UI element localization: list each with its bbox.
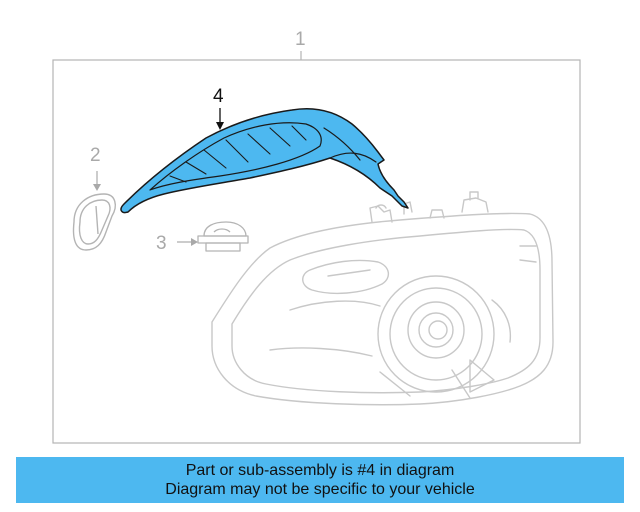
assembly-frame — [52, 51, 581, 444]
seal-part — [72, 193, 116, 251]
headlamp-housing — [211, 191, 554, 406]
bulb-part — [197, 221, 249, 252]
lens-trim-part — [120, 108, 409, 214]
callout-1: 1 — [295, 29, 306, 50]
callout-3: 3 — [156, 233, 167, 254]
banner-line-1: Part or sub-assembly is #4 in diagram — [185, 462, 455, 479]
callout-2: 2 — [90, 145, 101, 166]
callout-4: 4 — [213, 86, 224, 107]
banner-line-2: Diagram may not be specific to your vehi… — [165, 481, 475, 498]
info-banner: Part or sub-assembly is #4 in diagram Di… — [16, 457, 624, 503]
